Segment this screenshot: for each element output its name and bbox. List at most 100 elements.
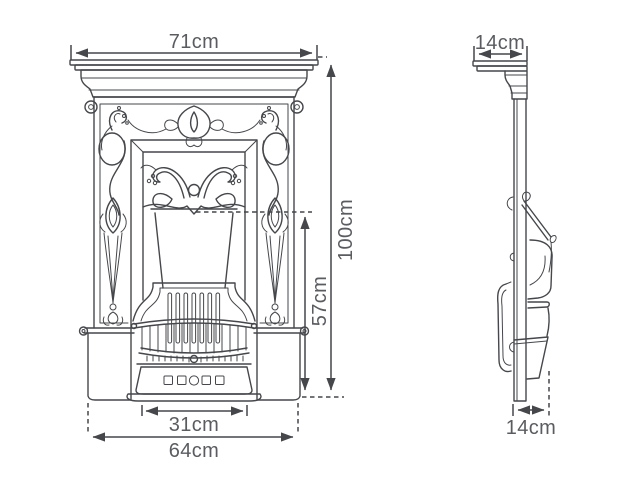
- hearth-rail: [136, 354, 252, 365]
- frame-inner: [142, 151, 246, 301]
- plinth-scroll-eye: [81, 329, 86, 333]
- vent-square: [177, 375, 187, 385]
- plate-edges: [513, 98, 527, 402]
- dim-mantel-width: 71cm: [70, 31, 318, 60]
- dim-label-overall-height: 100cm: [335, 199, 357, 261]
- basket-base-slab: [126, 393, 262, 402]
- side-lug: [84, 100, 98, 114]
- front-view: 71cm: [69, 31, 357, 462]
- frieze-ornament: [101, 105, 288, 151]
- grate-bar: [199, 292, 205, 344]
- vent-square: [163, 375, 173, 385]
- hood-garland: [142, 203, 246, 215]
- hood-berry: [152, 180, 158, 186]
- vent-circle: [188, 375, 200, 386]
- grate-bar: [183, 292, 189, 344]
- hood-brace: [521, 200, 552, 241]
- dim-label-base-width: 64cm: [169, 440, 220, 462]
- dim-label-shelf-depth: 14cm: [475, 32, 526, 54]
- grate-bar: [175, 292, 181, 344]
- hood-ornament-right: [197, 164, 248, 209]
- tulip-inner: [189, 111, 199, 133]
- side-cornice-outline: [504, 70, 528, 100]
- leg-structure-left: [78, 96, 135, 401]
- basket-hood-inner: [140, 287, 248, 322]
- iris-bud-inner: [108, 204, 118, 228]
- tulip-motif: [164, 105, 224, 148]
- plinth-block: [87, 332, 132, 401]
- side-cornice-moulds: [504, 74, 528, 94]
- hood-ornament-left: [140, 164, 191, 208]
- iris-bud: [105, 197, 121, 234]
- cornice-outline: [80, 69, 308, 98]
- firebox-frame: [130, 139, 258, 400]
- leg-ornament-left: [98, 132, 127, 326]
- bow-slats: [141, 322, 247, 354]
- surround-body: [78, 96, 310, 401]
- plate-scroll-bracket: [506, 196, 514, 211]
- ash-pan-outline: [135, 366, 253, 395]
- leg-ornament-right: [261, 132, 290, 326]
- dim-overall-height-extensions: [302, 56, 344, 398]
- side-basket: [497, 191, 557, 380]
- side-shelf: [472, 60, 528, 72]
- tulip-stem-curls: [185, 137, 203, 148]
- grate-bar: [207, 292, 213, 344]
- dim-mantel-width-ticks: [70, 45, 318, 60]
- mantel-shelf-lip: [74, 64, 314, 71]
- sprig-motif-right: [221, 105, 288, 151]
- fire-basket: [126, 282, 262, 402]
- basket-lower-panel: [513, 336, 549, 380]
- ash-pan-cover: [135, 366, 253, 395]
- cornice: [80, 69, 308, 98]
- dim-shelf-depth-ticks: [473, 46, 528, 61]
- basket-lower-edge: [513, 340, 548, 345]
- side-plate: [509, 98, 527, 402]
- side-shelf-lip: [476, 65, 528, 72]
- hood-ornament: [140, 164, 248, 215]
- basket-hood-outer: [132, 282, 256, 322]
- dim-label-grate-width: 31cm: [169, 414, 220, 436]
- bow-knob-right: [250, 322, 258, 330]
- dim-base-width-extensions: [87, 403, 299, 433]
- hood-center-ring: [187, 183, 201, 197]
- base-bud: [102, 311, 124, 326]
- hood-tail: [140, 164, 157, 171]
- tulip-outer: [177, 105, 211, 139]
- sprig-berry: [117, 106, 121, 110]
- frame-outer: [130, 139, 258, 400]
- side-lug-hole: [88, 104, 94, 110]
- sprig-motif-left: [101, 106, 167, 151]
- dim-opening-height: 57cm: [196, 211, 331, 391]
- sprig-stems: [101, 113, 167, 151]
- rail-hatch-ticks: [146, 355, 244, 363]
- vent-square: [215, 375, 225, 385]
- dim-grate-width-ticks: [141, 405, 248, 416]
- basket-upper-profile: [527, 239, 553, 300]
- whiplash-loop: [98, 132, 126, 166]
- side-view: 14cm: [472, 32, 557, 439]
- hood-berry: [150, 173, 156, 179]
- hood-curl: [152, 167, 191, 199]
- plinth-scroll: [78, 326, 89, 336]
- dim-label-mantel-width: 71cm: [169, 31, 220, 53]
- bow-top-rails: [133, 318, 255, 329]
- vent-square: [201, 375, 211, 385]
- dim-label-base-depth: 14cm: [506, 417, 557, 439]
- side-cornice: [504, 70, 528, 100]
- leg-structure-right: [253, 96, 310, 401]
- basket-upper-detail: [529, 241, 552, 286]
- grate-bar: [167, 292, 173, 344]
- hood-berry: [146, 178, 152, 184]
- hood-brace-curls: [522, 191, 557, 244]
- dim-shelf-depth: 14cm: [473, 32, 528, 61]
- bow-knob-left: [130, 322, 138, 330]
- body-inner-border: [99, 103, 289, 324]
- frame-bevel-corners: [130, 139, 258, 153]
- plinth-moulding: [83, 327, 135, 334]
- mantel-shelf: [69, 59, 319, 71]
- canopy-outline: [150, 208, 238, 289]
- rail-center-boss: [189, 354, 199, 364]
- side-shelf-top: [472, 60, 528, 67]
